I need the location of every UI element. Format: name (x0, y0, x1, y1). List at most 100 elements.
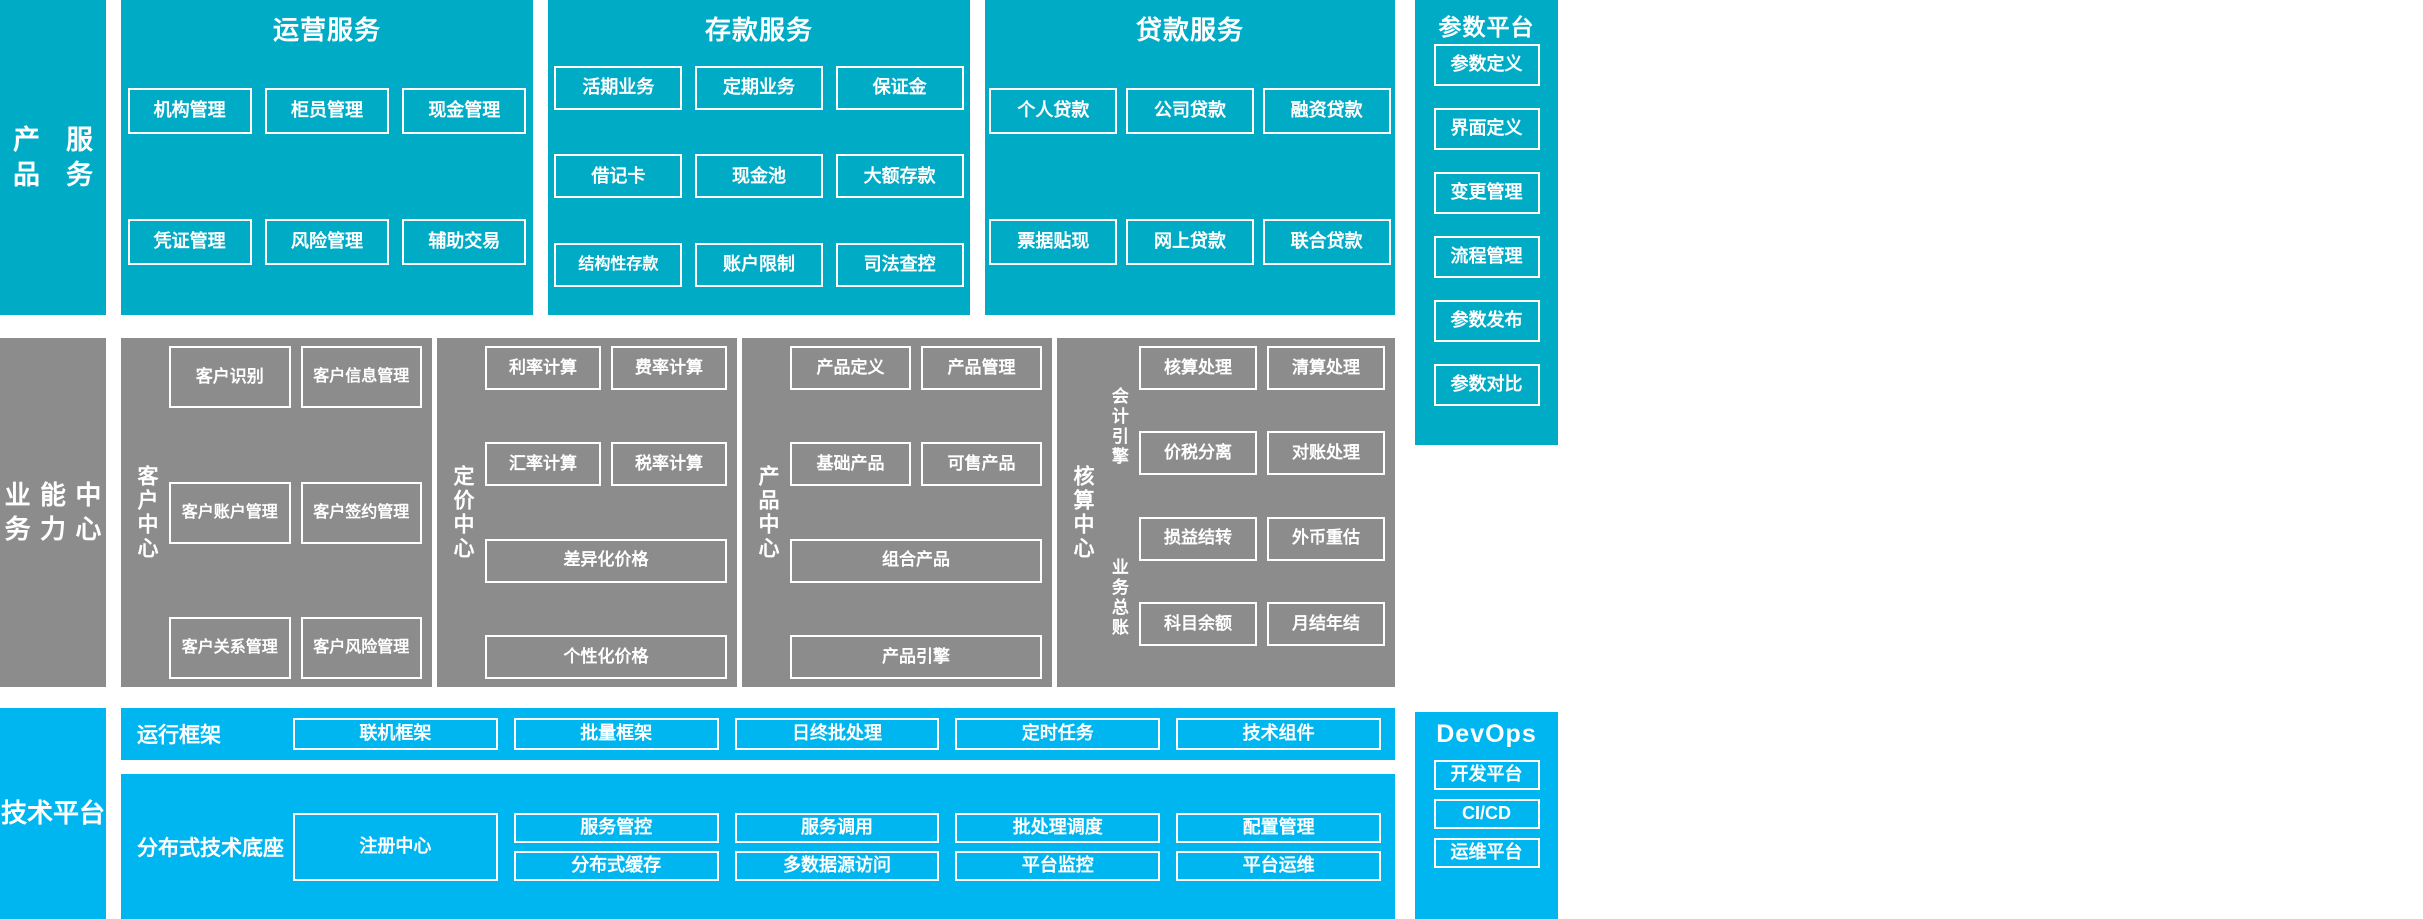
base-item[interactable]: 配置管理 (1176, 812, 1381, 843)
service-item[interactable]: 柜员管理 (264, 88, 389, 135)
service-item[interactable]: 网上贷款 (1125, 218, 1254, 265)
capability-item[interactable]: 外币重估 (1267, 516, 1385, 561)
service-item[interactable]: 融资贷款 (1262, 88, 1391, 135)
label-line: 产品 (13, 124, 40, 190)
capability-item[interactable]: 损益结转 (1139, 516, 1257, 561)
parameter-item[interactable]: 参数定义 (1433, 44, 1540, 86)
row-label-technology-platform: 技术平台 (0, 708, 106, 919)
service-item[interactable]: 结构性存款 (554, 242, 683, 287)
group-title-parameter-platform: 参数平台 (1438, 14, 1535, 40)
service-item[interactable]: 大额存款 (835, 154, 964, 199)
base-item[interactable]: 平台运维 (1176, 850, 1381, 881)
service-item[interactable]: 活期业务 (554, 66, 683, 111)
capability-item[interactable]: 基础产品 (790, 442, 911, 487)
capability-item[interactable]: 核算处理 (1139, 346, 1257, 390)
subgroup-label-business-ledger: 业务总账 (1108, 557, 1128, 638)
service-item[interactable]: 公司贷款 (1125, 88, 1254, 135)
capability-item[interactable]: 客户信息管理 (300, 346, 422, 408)
service-item[interactable]: 辅助交易 (402, 218, 527, 265)
group-title-deposit: 存款服务 (704, 15, 813, 45)
service-item[interactable]: 借记卡 (554, 154, 683, 199)
base-item[interactable]: 多数据源访问 (734, 850, 940, 881)
parameter-item[interactable]: 界面定义 (1433, 108, 1540, 150)
parameter-item[interactable]: 参数发布 (1433, 300, 1540, 342)
base-item[interactable]: 平台监控 (955, 850, 1161, 881)
base-item[interactable]: 批处理调度 (955, 812, 1161, 843)
capability-item[interactable]: 月结年结 (1267, 601, 1385, 646)
capability-item[interactable]: 可售产品 (921, 442, 1042, 487)
capability-item[interactable]: 客户账户管理 (169, 481, 291, 544)
service-item[interactable]: 风险管理 (264, 218, 389, 265)
center-product: 产品中心 产品定义 产品管理 基础产品 可售产品 组合产品 产品引擎 (742, 338, 1052, 687)
center-customer: 客户中心 客户识别 客户信息管理 客户账户管理 客户签约管理 客户关系管理 客户… (121, 338, 432, 687)
capability-item[interactable]: 汇率计算 (485, 442, 601, 487)
row-label-business-capability: 业务能力中心 (0, 338, 106, 687)
service-item[interactable]: 司法查控 (835, 242, 964, 287)
service-item[interactable]: 个人贷款 (989, 88, 1118, 135)
service-item[interactable]: 账户限制 (694, 242, 823, 287)
group-title-loan: 贷款服务 (1135, 15, 1244, 45)
capability-item[interactable]: 客户签约管理 (300, 481, 422, 544)
capability-item-full[interactable]: 产品引擎 (790, 634, 1042, 679)
devops-item[interactable]: CI/CD (1433, 799, 1540, 829)
parameter-item[interactable]: 流程管理 (1433, 236, 1540, 278)
service-item[interactable]: 凭证管理 (127, 218, 252, 265)
capability-item[interactable]: 产品管理 (921, 346, 1042, 390)
parameter-item[interactable]: 变更管理 (1433, 172, 1540, 214)
label-line: 服务 (66, 124, 93, 190)
capability-item[interactable]: 客户风险管理 (300, 617, 422, 679)
capability-item[interactable]: 客户关系管理 (169, 617, 291, 679)
label-line: 平台 (53, 797, 106, 828)
capability-item-full[interactable]: 组合产品 (790, 538, 1042, 583)
runtime-item[interactable]: 技术组件 (1176, 718, 1381, 750)
capability-item[interactable]: 清算处理 (1267, 346, 1385, 390)
capability-item[interactable]: 税率计算 (611, 442, 727, 487)
runtime-item[interactable]: 定时任务 (955, 718, 1161, 750)
base-register-center[interactable]: 注册中心 (293, 812, 498, 881)
service-item[interactable]: 现金池 (694, 154, 823, 199)
group-title-operations: 运营服务 (272, 15, 381, 45)
center-label-pricing: 定价中心 (451, 464, 475, 561)
service-item[interactable]: 保证金 (835, 66, 964, 111)
center-label-product: 产品中心 (756, 464, 780, 561)
runtime-item[interactable]: 批量框架 (513, 718, 719, 750)
base-item[interactable]: 服务管控 (513, 812, 719, 843)
capability-item-full[interactable]: 个性化价格 (485, 634, 727, 679)
capability-item[interactable]: 费率计算 (611, 346, 727, 390)
group-devops: DevOps 开发平台 CI/CD 运维平台 (1415, 712, 1558, 919)
parameter-item[interactable]: 参数对比 (1433, 364, 1540, 406)
label-line: 能力 (39, 480, 66, 544)
capability-item[interactable]: 科目余额 (1139, 601, 1257, 646)
devops-item[interactable]: 开发平台 (1433, 760, 1540, 790)
subgroup-label-accounting-engine: 会计引擎 (1108, 387, 1128, 468)
capability-item[interactable]: 对账处理 (1267, 431, 1385, 476)
label-line: 业务 (4, 480, 31, 544)
group-loan-services: 贷款服务 个人贷款 公司贷款 融资贷款 票据贴现 网上贷款 联合贷款 (985, 0, 1395, 315)
label-line: 技术 (0, 797, 53, 828)
center-label-customer: 客户中心 (135, 464, 159, 561)
service-item[interactable]: 联合贷款 (1262, 218, 1391, 265)
capability-item[interactable]: 产品定义 (790, 346, 911, 390)
group-title-devops: DevOps (1436, 720, 1537, 748)
base-item[interactable]: 服务调用 (734, 812, 940, 843)
capability-item-full[interactable]: 差异化价格 (485, 538, 727, 583)
label-line: 中心 (75, 480, 102, 544)
base-item[interactable]: 分布式缓存 (513, 850, 719, 881)
runtime-item[interactable]: 联机框架 (293, 718, 498, 750)
service-item[interactable]: 机构管理 (127, 88, 252, 135)
capability-item[interactable]: 价税分离 (1139, 431, 1257, 476)
group-deposit-services: 存款服务 活期业务 定期业务 保证金 借记卡 现金池 大额存款 结构性存款 账户… (548, 0, 970, 315)
center-pricing: 定价中心 利率计算 费率计算 汇率计算 税率计算 差异化价格 个性化价格 (437, 338, 737, 687)
capability-item[interactable]: 客户识别 (169, 346, 291, 408)
service-item[interactable]: 定期业务 (694, 66, 823, 111)
capability-item[interactable]: 利率计算 (485, 346, 601, 390)
devops-item[interactable]: 运维平台 (1433, 838, 1540, 868)
service-item[interactable]: 票据贴现 (989, 218, 1118, 265)
runtime-item[interactable]: 日终批处理 (734, 718, 940, 750)
service-item[interactable]: 现金管理 (402, 88, 527, 135)
group-distributed-base: 分布式技术底座 注册中心 服务管控 分布式缓存 服务调用 多数据源访问 批处理调… (121, 774, 1395, 919)
distributed-base-label: 分布式技术底座 (137, 836, 284, 860)
row-label-product-services: 产品服务 (0, 0, 106, 315)
group-operations-services: 运营服务 机构管理 柜员管理 现金管理 凭证管理 风险管理 辅助交易 (121, 0, 533, 315)
